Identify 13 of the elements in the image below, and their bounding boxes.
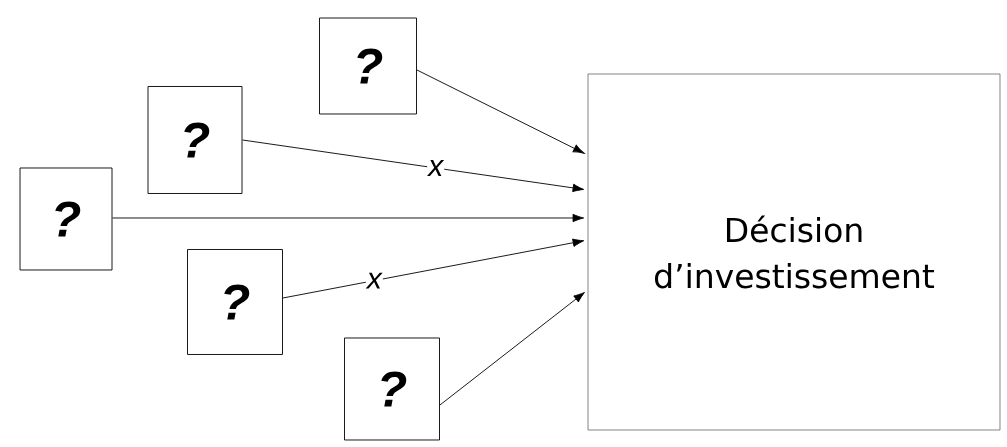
question-box: ? [19,167,113,271]
question-box: ? [187,249,283,355]
arrow [282,238,585,299]
arrow [416,69,585,154]
question-box: ? [147,86,243,194]
question-box: ? [344,337,440,441]
question-box: ? [319,17,417,115]
arrow [112,213,585,223]
edge-label: x [427,159,445,177]
decision-box: Décision d’investissement [587,73,1001,431]
arrow [439,292,585,406]
edge-label: x [365,271,383,290]
arrow [242,139,585,193]
